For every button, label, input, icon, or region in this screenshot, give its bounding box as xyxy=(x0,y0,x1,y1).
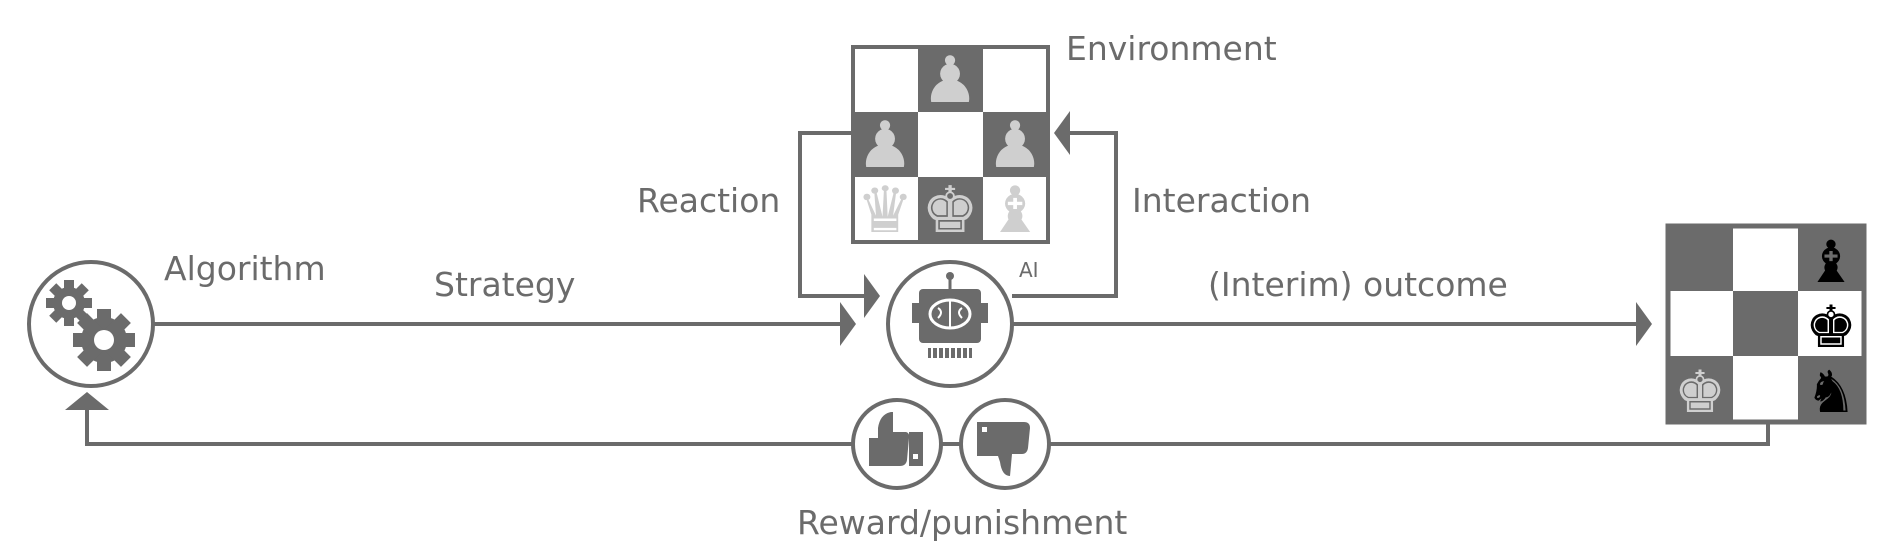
reward-feedback-arrowhead xyxy=(65,392,109,410)
reward-punishment-label: Reward/punishment xyxy=(797,503,1127,542)
ai-label: AI xyxy=(1019,258,1039,282)
board-square xyxy=(1798,356,1864,422)
board-square xyxy=(1668,226,1733,291)
interaction-arrowhead xyxy=(1054,111,1070,155)
reaction-arrowhead xyxy=(864,274,880,318)
outcome-board: ♝ ♚ ♚ ♞ xyxy=(1665,223,1867,426)
king-icon: ♚ xyxy=(1805,293,1857,361)
reaction-arrow-line xyxy=(798,131,868,298)
board-square xyxy=(1798,226,1864,291)
environment-label: Environment xyxy=(1066,29,1277,68)
algorithm-node xyxy=(27,260,155,388)
strategy-label: Strategy xyxy=(434,265,575,304)
board-square xyxy=(983,112,1048,177)
board-square xyxy=(918,47,983,112)
interaction-arrow-line xyxy=(1012,131,1118,298)
reaction-label: Reaction xyxy=(637,181,780,220)
pawn-icon: ♟ xyxy=(986,109,1043,183)
strategy-arrowhead xyxy=(840,302,856,346)
knight-icon: ♞ xyxy=(1805,358,1857,426)
king-icon: ♚ xyxy=(921,174,978,248)
board-square xyxy=(1668,356,1733,422)
thumbs-up-icon xyxy=(869,412,923,466)
reward-node xyxy=(851,398,943,490)
gears-icon xyxy=(46,280,135,371)
king-icon: ♚ xyxy=(1674,358,1726,426)
interim-outcome-label: (Interim) outcome xyxy=(1208,265,1508,304)
board-square xyxy=(1733,291,1798,356)
ai-node xyxy=(886,260,1014,388)
queen-icon: ♛ xyxy=(856,174,913,248)
outcome-arrowhead xyxy=(1636,302,1652,346)
interaction-label: Interaction xyxy=(1132,181,1311,220)
bishop-icon: ♝ xyxy=(986,174,1043,248)
bishop-icon: ♝ xyxy=(1805,228,1857,296)
algorithm-label: Algorithm xyxy=(164,249,326,288)
environment-board: ♟ ♟ ♟ ♛ ♚ ♝ xyxy=(851,44,1050,248)
pawn-icon: ♟ xyxy=(856,109,913,183)
punishment-node xyxy=(959,398,1051,490)
board-square xyxy=(918,177,983,242)
board-square xyxy=(853,112,918,177)
thumbs-down-icon xyxy=(977,422,1030,476)
robot-brain-icon xyxy=(912,272,988,358)
pawn-icon: ♟ xyxy=(921,44,978,118)
